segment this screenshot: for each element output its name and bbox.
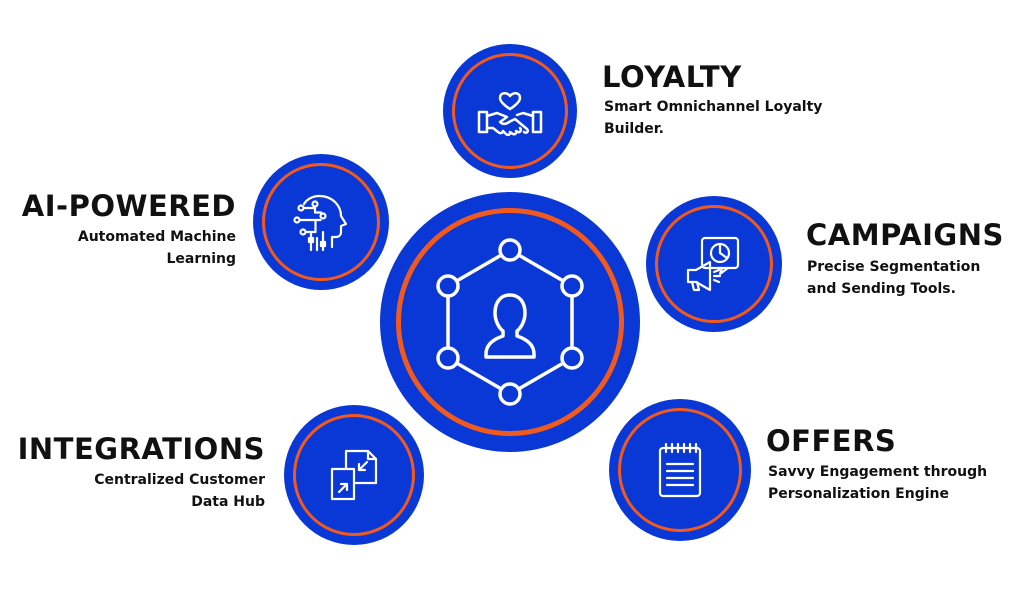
ai-powered-desc-line1: Automated Machine: [77, 229, 236, 245]
campaigns-title: CAMPAIGNS: [806, 218, 1004, 252]
campaigns-desc-line1: Precise Segmentation: [807, 259, 981, 275]
loyalty-title: LOYALTY: [602, 60, 742, 94]
offers-desc-line2: Personalization Engine: [768, 486, 949, 502]
loyalty-desc-line1: Smart Omnichannel Loyalty: [604, 99, 823, 115]
notepad-icon: [658, 442, 702, 498]
loyalty-ring: [452, 53, 568, 169]
merge-documents-icon: [330, 449, 378, 501]
campaigns-desc-line2: and Sending Tools.: [807, 281, 956, 297]
integrations-circle: [284, 405, 424, 545]
offers-circle: [609, 399, 751, 541]
ai-head-circuit-icon: [293, 194, 348, 252]
integrations-ring: [293, 414, 415, 536]
campaigns-description: Precise Segmentation and Sending Tools.: [807, 256, 980, 300]
loyalty-desc-line2: Builder.: [604, 121, 664, 137]
center-hub-circle: [380, 192, 640, 452]
offers-ring: [618, 408, 742, 532]
campaigns-circle: [646, 196, 782, 332]
integrations-description: Centralized Customer Data Hub: [94, 469, 265, 513]
ai-powered-description: Automated Machine Learning: [78, 226, 236, 270]
ai-powered-title: AI-POWERED: [21, 189, 236, 223]
integrations-title: INTEGRATIONS: [17, 432, 265, 466]
offers-title: OFFERS: [766, 424, 897, 458]
handshake-heart-icon: [477, 92, 543, 137]
megaphone-chart-icon: [686, 236, 740, 292]
center-hub-ring: [396, 208, 624, 436]
integrations-desc-line1: Centralized Customer: [94, 472, 265, 488]
offers-description: Savvy Engagement through Personalization…: [768, 461, 987, 505]
ai-powered-desc-line2: Learning: [166, 251, 236, 267]
integrations-desc-line2: Data Hub: [191, 494, 265, 510]
user-network-hexagon-icon: [436, 238, 584, 406]
ai-powered-ring: [262, 163, 380, 281]
offers-desc-line1: Savvy Engagement through: [768, 464, 988, 480]
ai-powered-circle: [253, 154, 389, 290]
loyalty-circle: [443, 44, 577, 178]
campaigns-ring: [655, 205, 773, 323]
loyalty-description: Smart Omnichannel Loyalty Builder.: [604, 96, 822, 140]
